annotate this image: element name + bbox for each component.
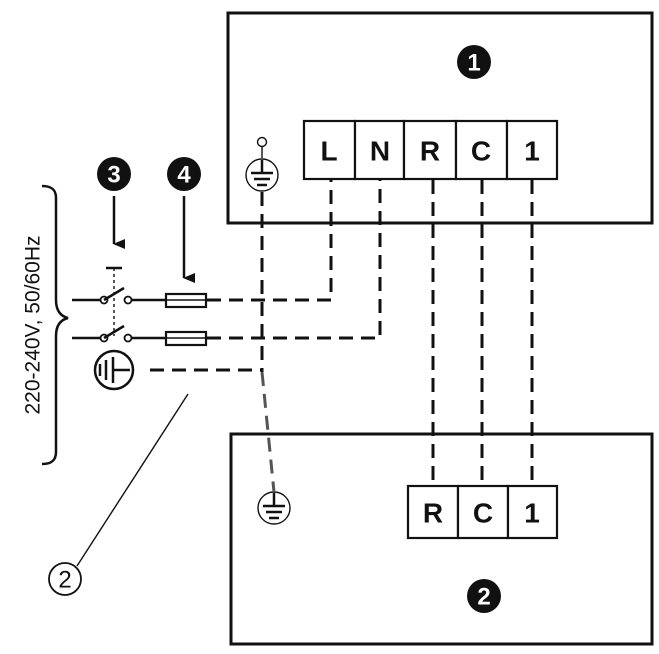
switch-callout-badge (97, 157, 131, 191)
outdoor-terminal-r (406, 484, 460, 540)
outdoor-unit-badge: 2 (467, 579, 501, 613)
fuse-icon (164, 292, 208, 347)
indoor-unit-badge: 1 (457, 45, 491, 79)
indoor-terminal-c-label: C (471, 136, 491, 167)
indoor-terminal-n-label: N (370, 136, 390, 167)
indoor-terminal-l-label: L (320, 136, 337, 167)
cable-callout: 2 (48, 393, 189, 596)
power-supply-label: 220-240V, 50/60Hz (22, 235, 45, 414)
indoor-unit-badge-label: 1 (467, 50, 480, 77)
supply-wire-live (207, 180, 333, 302)
fuse-callout: 4 (167, 157, 201, 283)
indoor-terminal-r-label: R (420, 136, 440, 167)
indoor-terminal-1-label: 1 (524, 136, 540, 167)
indoor-unit-box (226, 11, 654, 225)
outdoor-terminal-block: R C 1 (406, 484, 559, 540)
cable-callout-leader (76, 393, 189, 567)
earth-wire-outdoor (260, 371, 276, 493)
indoor-unit: 1 L N R C 1 (226, 11, 654, 225)
isolating-switch (72, 266, 166, 343)
outdoor-unit-badge-label: 2 (477, 584, 490, 611)
supply-wire-neutral (207, 180, 382, 340)
cable-callout-label: 2 (58, 567, 71, 594)
indoor-terminal-block: L N R C 1 (302, 119, 559, 181)
switch-callout-label: 3 (107, 162, 120, 189)
indoor-unit-badge-circle (457, 45, 491, 79)
cable-callout-circle (48, 562, 82, 596)
indoor-earth-icon (245, 136, 279, 192)
switch-callout: 3 (97, 157, 131, 249)
outdoor-terminal-r-label: R (423, 498, 443, 529)
outdoor-unit: 2 R C 1 (229, 432, 654, 646)
indoor-terminal-n (353, 119, 406, 181)
supply-brace (41, 184, 69, 466)
interconnect-wiring (260, 180, 534, 493)
supply-earth-icon (93, 349, 135, 391)
supply-wiring (150, 180, 382, 372)
outdoor-unit-badge-circle (467, 579, 501, 613)
power-supply: 220-240V, 50/60Hz (22, 184, 69, 466)
fuse-callout-badge (167, 157, 201, 191)
outdoor-terminal-1-label: 1 (524, 498, 540, 529)
outdoor-terminal-c-label: C (473, 498, 493, 529)
outdoor-terminal-1 (506, 484, 559, 540)
fuse-callout-label: 4 (177, 162, 191, 189)
indoor-terminal-1 (505, 119, 559, 181)
